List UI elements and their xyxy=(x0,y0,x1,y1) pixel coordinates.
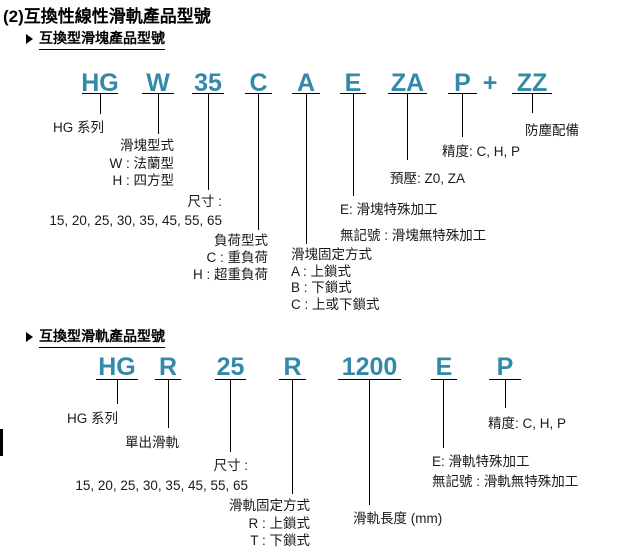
leader-line xyxy=(117,380,118,404)
code-part-length: 1200 xyxy=(341,353,398,381)
leader-line xyxy=(208,94,209,190)
triangle-bullet-icon xyxy=(26,332,33,342)
tick-line xyxy=(512,93,552,94)
label-size: 尺寸 : 15, 20, 25, 30, 35, 45, 55, 65 xyxy=(75,456,248,496)
label-line: 滑塊型式 xyxy=(120,138,174,153)
code-part-fixing: R xyxy=(283,353,302,381)
tick-line xyxy=(142,93,174,94)
code-part-series: HG xyxy=(98,353,136,381)
label-line: 15, 20, 25, 30, 35, 45, 55, 65 xyxy=(75,478,248,493)
tick-line xyxy=(489,379,521,380)
leader-line xyxy=(168,380,169,428)
label-line: C : 重負荷 xyxy=(206,250,268,265)
label-special: E: 滑軌特殊加工 無記號 : 滑軌無特殊加工 xyxy=(432,452,578,492)
leader-line xyxy=(353,94,354,196)
code-part-load: C xyxy=(249,69,268,97)
code-part-special: E xyxy=(435,353,453,381)
code-part-plus: + xyxy=(482,69,498,97)
label-line: 滑塊固定方式 xyxy=(291,247,372,262)
label-line: 無記號 : 滑軌無特殊加工 xyxy=(432,474,579,489)
label-dust: 防塵配備 xyxy=(525,123,579,138)
label-line: A : 上鎖式 xyxy=(291,263,352,279)
tick-line xyxy=(192,93,224,94)
tick-line xyxy=(292,93,320,94)
label-line: C : 上或下鎖式 xyxy=(291,296,380,312)
label-block-type: 滑塊型式 W : 法蘭型 H : 四方型 xyxy=(110,137,175,190)
label-precision: 精度: C, H, P xyxy=(488,416,567,431)
triangle-bullet-icon xyxy=(26,34,33,44)
label-line: 尺寸 : xyxy=(187,194,222,209)
code-part-preload: ZA xyxy=(390,69,425,97)
code-part-size: 25 xyxy=(216,353,245,381)
label-load-type: 負荷型式 C : 重負荷 H : 超重負荷 xyxy=(193,232,268,283)
code-part-series: HG xyxy=(81,69,119,97)
page-title: (2)互換性線性滑軌產品型號 xyxy=(3,7,211,26)
label-series: HG 系列 xyxy=(67,411,119,426)
section2-heading-text: 互換型滑軌產品型號 xyxy=(39,326,165,348)
code-part-precision: P xyxy=(454,69,471,97)
tick-line xyxy=(448,93,477,94)
label-line: R : 上鎖式 xyxy=(248,515,310,531)
tick-line xyxy=(155,379,181,380)
leader-line xyxy=(532,94,533,113)
leader-line xyxy=(158,94,159,134)
label-precision: 精度: C, H, P xyxy=(442,144,521,159)
label-line: H : 四方型 xyxy=(112,173,174,188)
leader-line xyxy=(306,94,307,244)
section1-heading-text: 互換型滑塊產品型號 xyxy=(39,28,165,50)
leader-line xyxy=(462,94,463,137)
code-part-precision: P xyxy=(496,353,514,381)
leader-line xyxy=(100,94,101,114)
label-rail: 單出滑軌 xyxy=(125,435,179,450)
label-preload: 預壓: Z0, ZA xyxy=(390,171,466,186)
code-part-size: 35 xyxy=(194,69,222,97)
label-line: 負荷型式 xyxy=(214,233,268,248)
leader-line xyxy=(443,380,444,448)
leader-line xyxy=(505,380,506,408)
leader-line xyxy=(407,94,408,160)
leader-line xyxy=(258,94,259,230)
label-rail-length: 滑軌長度 (mm) xyxy=(353,511,443,526)
label-block-fixing: 滑塊固定方式 A : 上鎖式 B : 下鎖式 C : 上或下鎖式 xyxy=(291,247,380,313)
label-line: T : 下鎖式 xyxy=(250,533,310,548)
label-line: B : 下鎖式 xyxy=(291,280,352,295)
tick-line xyxy=(338,379,401,380)
label-line: H : 超重負荷 xyxy=(192,267,268,282)
tick-line xyxy=(340,93,366,94)
tick-line xyxy=(388,93,427,94)
label-rail-fixing: 滑軌固定方式 R : 上鎖式 T : 下鎖式 xyxy=(229,497,310,550)
label-line: 滑軌固定方式 xyxy=(229,498,310,513)
tick-line xyxy=(82,93,118,94)
code-part-rail: R xyxy=(158,353,178,381)
code-part-dust: ZZ xyxy=(516,69,548,97)
label-line: E: 滑軌特殊加工 xyxy=(432,454,530,469)
tick-line xyxy=(431,379,457,380)
label-special-none: 無記號 : 滑塊無特殊加工 xyxy=(340,228,487,243)
leader-line xyxy=(292,380,293,494)
label-line: 15, 20, 25, 30, 35, 45, 55, 65 xyxy=(49,213,222,228)
leader-line xyxy=(230,380,231,452)
tick-line xyxy=(96,379,138,380)
code-part-fixing: A xyxy=(296,69,316,97)
label-line: W : 法蘭型 xyxy=(109,155,175,171)
code-part-special: E xyxy=(344,69,362,97)
tick-line xyxy=(215,379,246,380)
label-series: HG 系列 xyxy=(53,120,105,135)
tick-line xyxy=(279,379,306,380)
label-line: 尺寸 : xyxy=(213,458,248,473)
label-size: 尺寸 : 15, 20, 25, 30, 35, 45, 55, 65 xyxy=(49,192,222,230)
code-part-blocktype: W xyxy=(146,69,170,97)
section2-heading: 互換型滑軌產品型號 xyxy=(26,326,165,348)
tick-line xyxy=(245,93,272,94)
section1-heading: 互換型滑塊產品型號 xyxy=(26,28,165,50)
left-edge-artifact xyxy=(0,429,3,456)
leader-line xyxy=(369,380,370,505)
label-special-e: E: 滑塊特殊加工 xyxy=(340,202,438,217)
